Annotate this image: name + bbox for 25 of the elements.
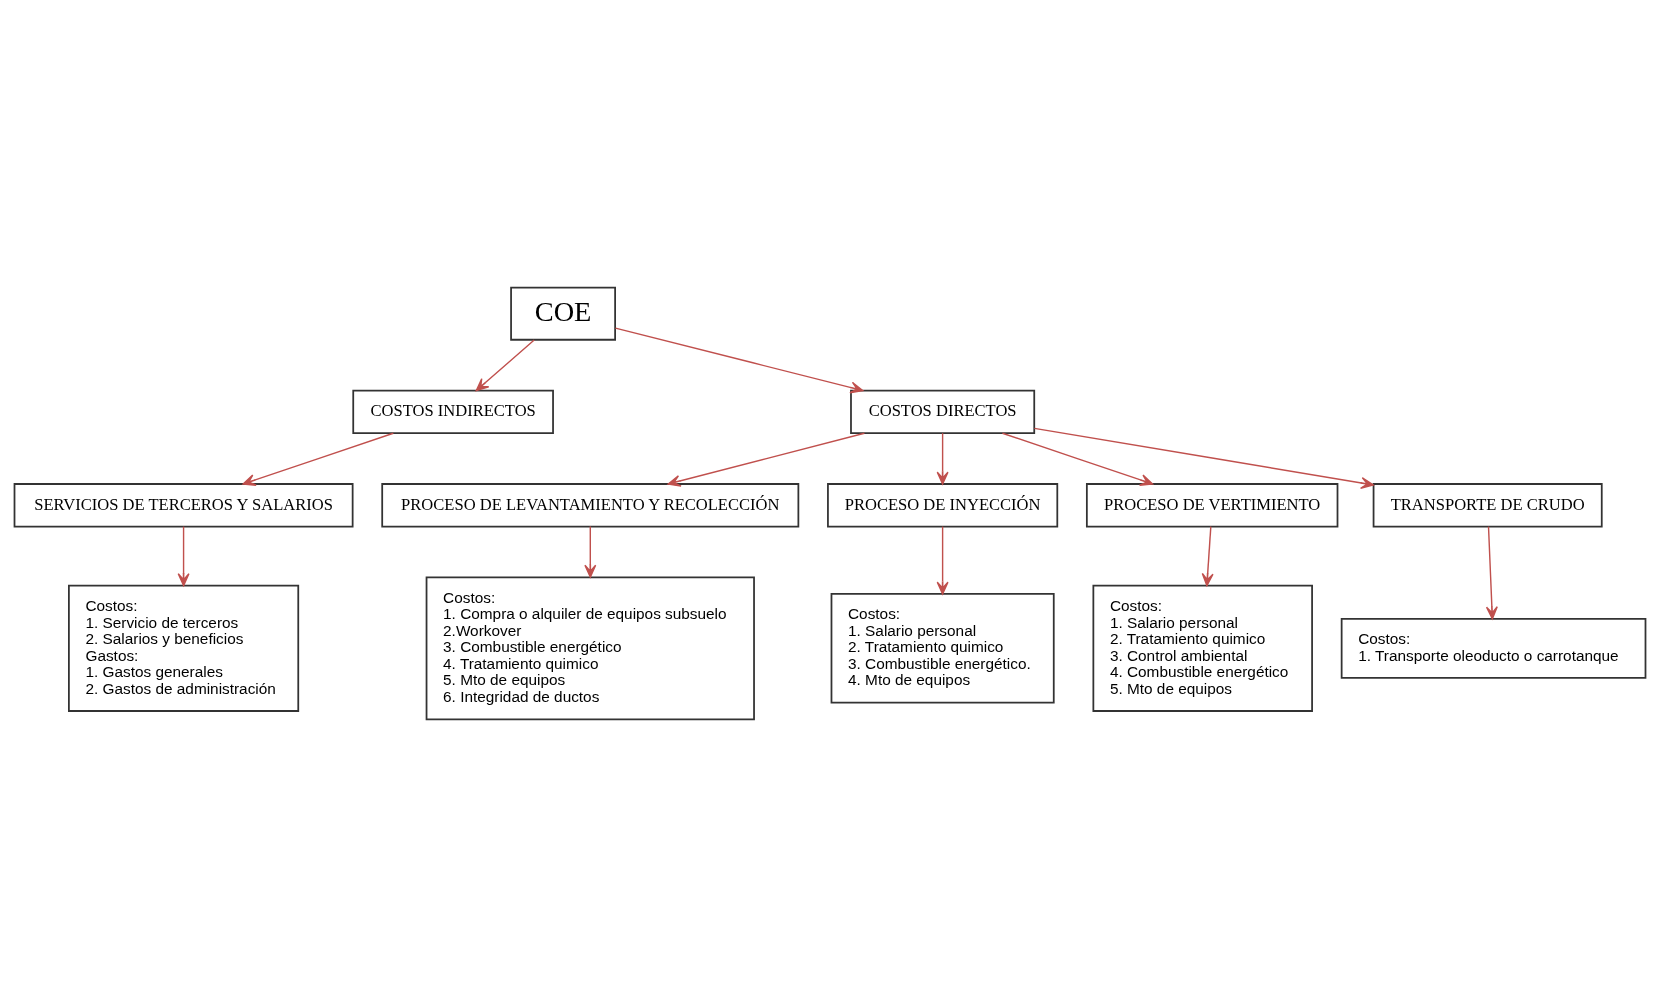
arrow [242, 432, 394, 486]
node-box: TRANSPORTE DE CRUDO [1372, 482, 1603, 527]
arrow [1001, 432, 1153, 486]
node-box: Costos: 1. Salario personal 2. Tratamiento quimico 3. Control ambiental 4. Combustible energético 5. Mto de equipos [1091, 584, 1313, 712]
node-box: PROCESO DE LEVANTAMIENTO Y RECOLECCIÓN [380, 482, 799, 527]
arrow [583, 525, 596, 578]
node-box: PROCESO DE INYECCIÓN [826, 482, 1058, 527]
arrow [936, 525, 949, 595]
arrow [667, 432, 865, 487]
arrow [614, 326, 863, 393]
node-box: PROCESO DE VERTIMIENTO [1085, 482, 1338, 527]
node-box: SERVICIOS DE TERCEROS Y SALARIOS [13, 482, 354, 527]
node-box: Costos: 1. Transporte oleoducto o carrotanque [1340, 617, 1646, 679]
arrow [475, 338, 535, 391]
node-box: COSTOS DIRECTOS [849, 389, 1035, 434]
arrow [1033, 427, 1374, 489]
node-box: Costos: 1. Servicio de terceros 2. Salarios y beneficios Gastos: 1. Gastos generales 2. Gastos de administración [67, 584, 299, 712]
node-box: Costos: 1. Compra o alquiler de equipos subsuelo 2.Workover 3. Combustible energético 4. Tratamiento quimico 5. Mto de equipos 6. Integridad de ductos [425, 576, 755, 720]
node-box: COE [509, 286, 616, 341]
arrow [1485, 525, 1498, 619]
node-box: COSTOS INDIRECTOS [351, 389, 554, 434]
arrow [177, 525, 190, 586]
node-box: Costos: 1. Salario personal 2. Tratamiento quimico 3. Combustible energético. 4. Mto de equipos [830, 592, 1055, 704]
arrow [1201, 525, 1214, 586]
arrow [936, 432, 949, 485]
